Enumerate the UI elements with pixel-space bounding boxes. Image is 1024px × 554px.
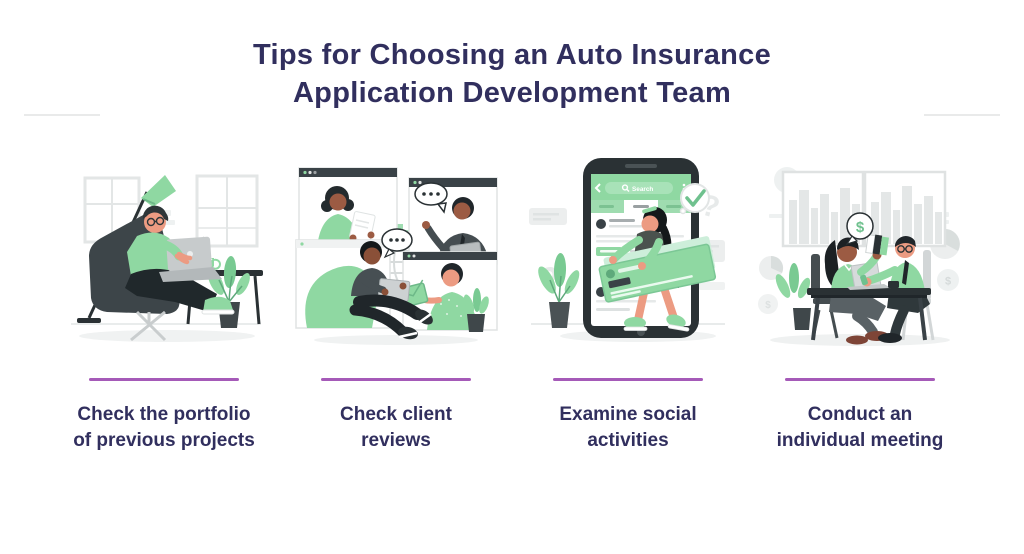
tip-column-reviews: Check client reviews <box>280 152 512 454</box>
headband <box>642 206 657 214</box>
illustration-social-feed-phone: ? ? <box>529 158 725 342</box>
plant-icon <box>538 253 580 328</box>
tip-column-portfolio: Check the portfolio of previous projects <box>48 152 280 454</box>
office-window-skyline <box>781 170 947 248</box>
plant-icon <box>463 288 489 332</box>
caption-line: Examine social <box>559 404 697 425</box>
coin-icon: $ <box>758 294 778 314</box>
caption-line: activities <box>587 430 669 451</box>
decorative-line-left <box>24 114 100 116</box>
tips-row: Check the portfolio of previous projects <box>0 152 1024 454</box>
man-on-bean-bag <box>305 228 433 340</box>
speech-bubble-icon <box>414 182 448 214</box>
illustration-business-meeting: $ $ $ <box>758 167 960 346</box>
caption-line: Conduct an <box>807 404 913 425</box>
cards-in-hand <box>865 234 890 256</box>
glasses-icon <box>146 216 165 227</box>
tip-column-social: ? ? <box>512 152 744 454</box>
trousers <box>829 294 886 321</box>
caption-line: of previous projects <box>73 430 255 451</box>
sneaker-icon <box>398 309 433 340</box>
checkmark-badge-icon <box>679 183 710 215</box>
illustration-video-call-collage <box>295 167 498 345</box>
caption-line: individual meeting <box>776 430 944 451</box>
tip-caption-reviews: Check client reviews <box>340 402 452 454</box>
meeting-table <box>807 288 931 341</box>
person-in-green-hoodie <box>125 205 235 315</box>
caption-divider <box>321 378 471 381</box>
window-icon <box>83 176 141 244</box>
page-title-line1: Tips for Choosing an Auto Insurance <box>252 39 772 71</box>
glasses-icon <box>897 245 913 253</box>
arm <box>158 239 193 265</box>
coin-icon: $ <box>937 269 959 291</box>
caption-divider <box>553 378 703 381</box>
plant-icon <box>775 263 811 330</box>
video-call-window-woman-reading <box>298 167 398 249</box>
decorative-line-right <box>924 114 1000 116</box>
tip-caption-portfolio: Check the portfolio of previous projects <box>73 402 255 454</box>
tip-column-meeting: $ $ $ <box>744 152 976 454</box>
search-label: Search <box>632 186 653 193</box>
svg-text:$: $ <box>945 276 951 288</box>
caption-divider <box>785 378 935 381</box>
ground-shadow <box>79 330 255 342</box>
phone-on-table <box>888 281 899 288</box>
caption-divider <box>89 378 239 381</box>
sneaker-icon <box>201 296 235 315</box>
shoe <box>846 335 868 345</box>
shoe <box>878 333 902 343</box>
caption-line: Check client <box>340 404 452 425</box>
speech-bubble-icon <box>381 228 413 259</box>
tie <box>902 260 909 285</box>
dollar-speech-bubble-icon: $ <box>845 212 874 246</box>
pie-chart-icon <box>759 255 784 280</box>
caption-line: Check the portfolio <box>77 404 251 425</box>
tip-caption-social: Examine social activities <box>559 402 696 454</box>
tip-caption-meeting: Conduct an individual meeting <box>777 402 944 454</box>
woman-carrying-post <box>598 206 717 332</box>
svg-text:$: $ <box>765 300 771 311</box>
back-arrow-icon[interactable] <box>594 183 601 193</box>
window-icon <box>195 174 259 248</box>
trousers <box>125 268 217 312</box>
search-bar[interactable]: Search <box>605 182 673 194</box>
ground-shadow <box>314 335 478 345</box>
search-icon <box>621 184 630 192</box>
caption-line: reviews <box>361 430 431 451</box>
laptop-icon <box>159 236 222 282</box>
tab-bar[interactable] <box>591 200 691 213</box>
illustration-man-working-on-laptop <box>71 174 263 342</box>
svg-text:$: $ <box>856 219 865 236</box>
page-title: Tips for Choosing an Auto Insurance Appl… <box>0 36 1024 112</box>
page-title-line2: Application Development Team <box>292 77 732 109</box>
social-post-card <box>598 236 717 303</box>
sneaker-icon <box>623 314 690 332</box>
